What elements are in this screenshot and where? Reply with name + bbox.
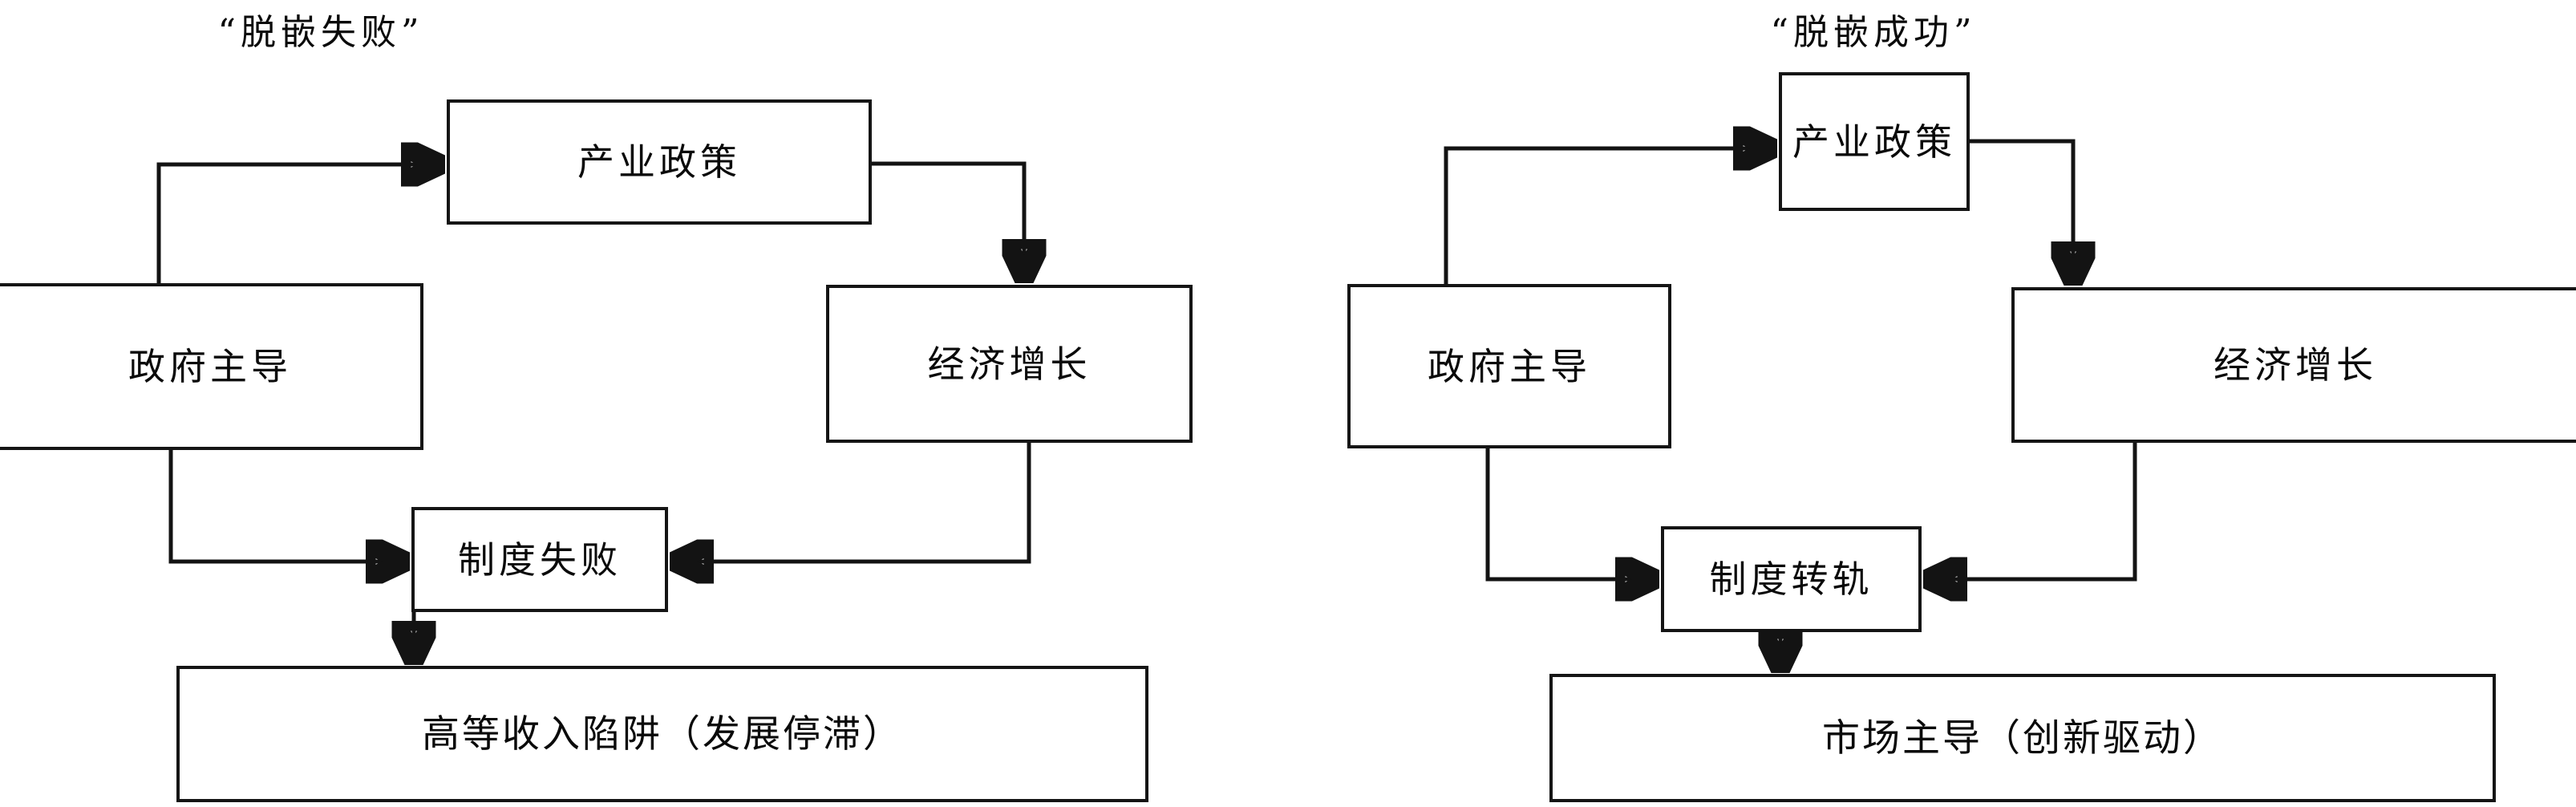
edge-gov-to-institution-right	[1485, 448, 1654, 579]
node-label: 制度失败	[458, 537, 622, 582]
node-economic-growth-left: 经济增长	[826, 285, 1193, 443]
edge-growth-to-institution-left	[675, 443, 1031, 562]
node-economic-growth-right: 经济增长	[2011, 287, 2576, 443]
node-label: 市场主导（创新驱动）	[1822, 716, 2223, 760]
node-outcome-left: 高等收入陷阱（发展停滞）	[176, 666, 1148, 802]
node-label: 经济增长	[927, 342, 1092, 386]
node-institutional-failure-left: 制度失败	[411, 507, 668, 612]
node-government-led-right: 政府主导	[1347, 284, 1671, 448]
node-label: 产业政策	[1792, 120, 1956, 164]
node-outcome-right: 市场主导（创新驱动）	[1549, 674, 2496, 802]
panel-title-right: “脱嵌成功”	[1770, 12, 1977, 53]
node-institutional-transition-right: 制度转轨	[1661, 526, 1922, 632]
node-label: 政府主导	[1428, 344, 1591, 388]
edge-growth-to-institution-right	[1929, 443, 2137, 579]
panel-title-left: “脱嵌失败”	[217, 12, 424, 53]
node-label: 政府主导	[128, 345, 292, 388]
edge-policy-to-growth-left	[872, 161, 1024, 278]
edge-gov-to-institution-left	[168, 450, 404, 562]
node-industrial-policy-right: 产业政策	[1779, 72, 1970, 211]
edge-policy-to-growth-right	[1970, 139, 2073, 280]
node-label: 制度转轨	[1709, 558, 1873, 601]
node-label: 产业政策	[577, 140, 741, 184]
edge-gov-to-policy-right	[1444, 148, 1772, 284]
node-label: 经济增长	[2213, 343, 2377, 387]
edge-gov-to-policy-left	[156, 164, 439, 283]
node-government-led-left: 政府主导	[0, 283, 423, 450]
node-industrial-policy-left: 产业政策	[447, 99, 872, 225]
node-label: 高等收入陷阱（发展停滞）	[422, 712, 903, 756]
